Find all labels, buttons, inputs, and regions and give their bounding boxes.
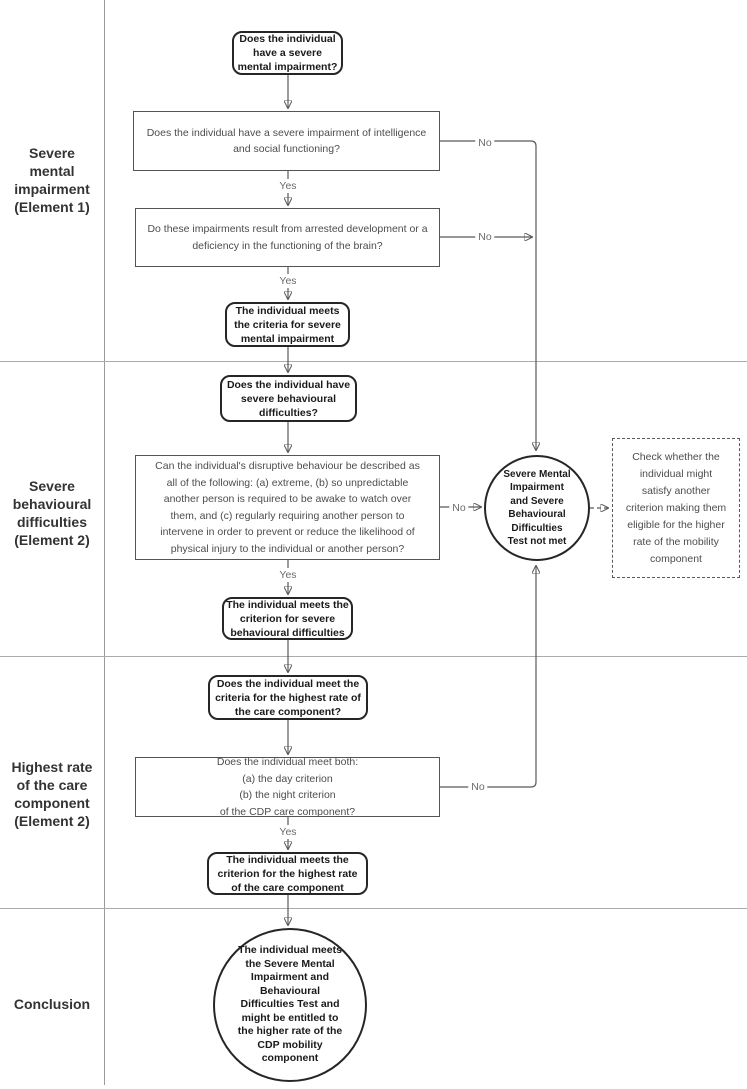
question-behavioural-node: Does the individual have severe behaviou… — [220, 375, 357, 422]
section-separator-vertical — [104, 0, 105, 1085]
test-not-met-circle: Severe Mental Impairment and Severe Beha… — [484, 455, 590, 561]
edge-label-no-4: No — [468, 780, 488, 794]
start-node: Does the individual have a severe mental… — [232, 31, 343, 75]
edge-q1-no — [440, 140, 536, 450]
question-disruptive-behaviour-node: Can the individual's disruptive behaviou… — [135, 455, 440, 560]
section-divider-3 — [0, 908, 747, 909]
edge-label-no-3: No — [449, 501, 469, 515]
edge-label-yes-2: Yes — [276, 274, 300, 288]
section-label-severe-mental-impairment: Severe mental impairment (Element 1) — [14, 145, 90, 215]
edge-label-no-2: No — [475, 230, 495, 244]
edge-label-yes-3: Yes — [276, 568, 300, 582]
conclusion-circle: The individual meets the Severe Mental I… — [213, 928, 367, 1082]
section-label-conclusion: Conclusion — [13, 996, 91, 1012]
question-arrested-development-node: Do these impairments result from arreste… — [135, 208, 440, 267]
edge-q6-no — [440, 566, 536, 788]
check-other-criterion-node: Check whether the individual might satis… — [612, 438, 740, 578]
question-day-night-criterion-node: Does the individual meet both: (a) the d… — [135, 756, 440, 818]
question-intelligence-node: Does the individual have a severe impair… — [133, 111, 440, 171]
edge-label-yes-1: Yes — [276, 179, 300, 193]
meets-mental-impairment-node: The individual meets the criteria for se… — [225, 302, 350, 347]
section-divider-1 — [0, 361, 747, 362]
edge-label-no-1: No — [475, 136, 495, 150]
section-label-severe-behavioural-difficulties: Severe behavioural difficulties (Element… — [12, 478, 92, 548]
meets-behavioural-node: The individual meets the criterion for s… — [222, 597, 353, 640]
section-label-highest-rate-care: Highest rate of the care component (Elem… — [11, 759, 93, 829]
edge-label-yes-4: Yes — [276, 825, 300, 839]
question-highest-rate-node: Does the individual meet the criteria fo… — [208, 675, 368, 720]
meets-highest-rate-node: The individual meets the criterion for t… — [207, 852, 368, 895]
section-divider-2 — [0, 656, 747, 657]
